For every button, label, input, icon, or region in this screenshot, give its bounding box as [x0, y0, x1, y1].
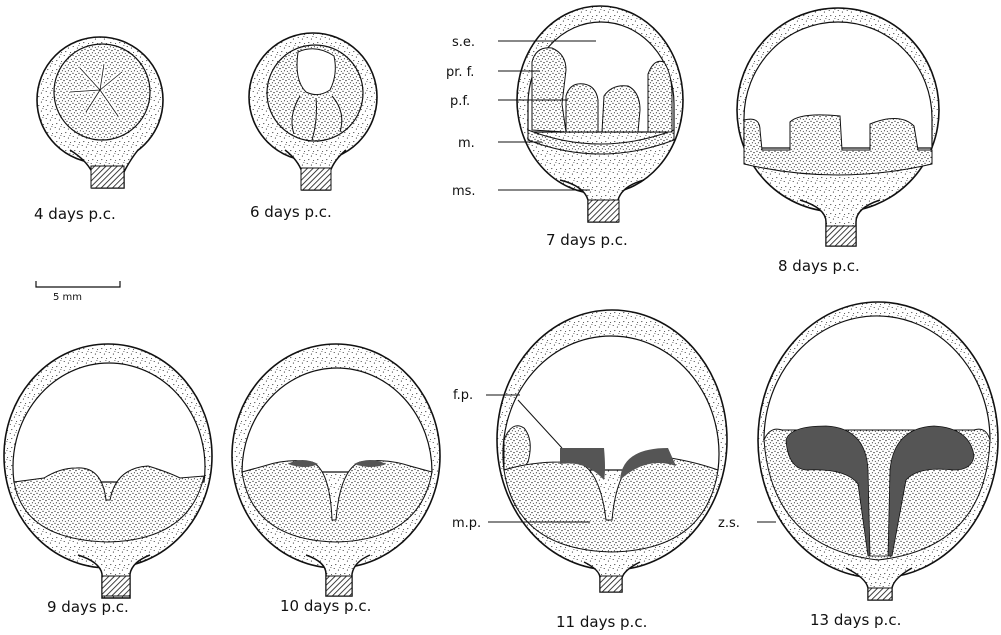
stage-4-days — [37, 37, 163, 188]
caption-11-days: 11 days p.c. — [556, 613, 647, 631]
caption-9-days: 9 days p.c. — [47, 598, 129, 616]
label-ms: ms. — [452, 184, 476, 199]
stage-11-days — [497, 310, 727, 592]
label-zs: z.s. — [718, 516, 740, 531]
stage-8-days — [737, 8, 939, 246]
caption-8-days: 8 days p.c. — [778, 257, 860, 275]
stage-6-days — [249, 33, 377, 190]
label-mp: m.p. — [452, 516, 481, 531]
label-fp: f.p. — [453, 388, 473, 403]
caption-10-days: 10 days p.c. — [280, 597, 371, 615]
stage-9-days — [4, 344, 212, 598]
stage-13-days — [758, 302, 998, 600]
scale-bar: 5 mm — [36, 281, 120, 303]
stage-10-days — [232, 344, 440, 596]
label-m: m. — [458, 136, 475, 151]
caption-6-days: 6 days p.c. — [250, 203, 332, 221]
caption-7-days: 7 days p.c. — [546, 231, 628, 249]
label-pf: p.f. — [450, 94, 470, 109]
caption-4-days: 4 days p.c. — [34, 205, 116, 223]
scale-bar-label: 5 mm — [53, 292, 82, 303]
label-prf: pr. f. — [446, 65, 474, 80]
caption-13-days: 13 days p.c. — [810, 611, 901, 629]
label-se: s.e. — [452, 35, 475, 50]
